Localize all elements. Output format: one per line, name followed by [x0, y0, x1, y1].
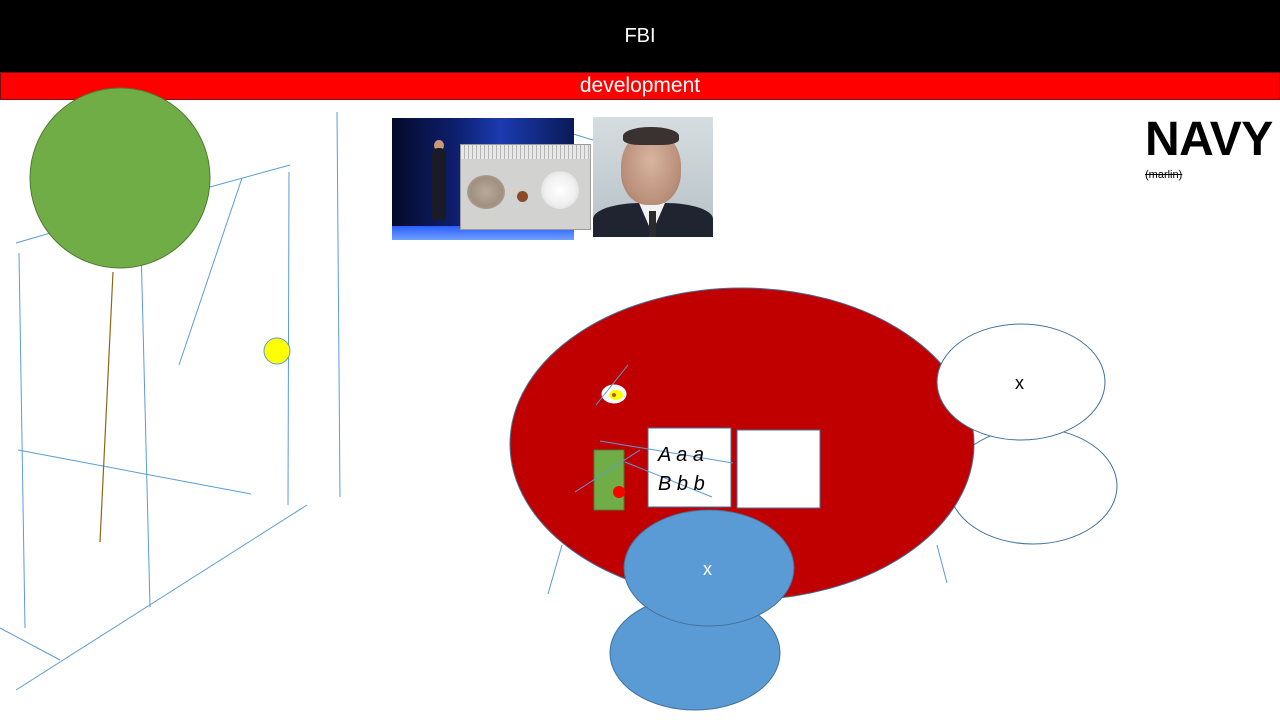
green-balloon — [29, 87, 211, 269]
speaker-head — [434, 140, 444, 151]
red-dot — [613, 486, 625, 498]
header-bar: FBI — [0, 0, 1280, 72]
sketch-line — [18, 252, 26, 629]
sketch-line — [0, 627, 61, 661]
banner-bar: development — [0, 72, 1280, 100]
box-text-line1: A a a — [658, 444, 704, 466]
leg-line — [936, 544, 948, 584]
text-box — [647, 427, 732, 508]
white-ellipse-front — [936, 323, 1106, 441]
box-text: A a a B b b — [658, 441, 705, 499]
sketch-line — [139, 204, 151, 608]
blank-box — [736, 429, 821, 509]
cross-line — [624, 461, 713, 498]
eye-pupil — [612, 393, 616, 397]
sketch-line — [336, 111, 341, 498]
header-title: FBI — [624, 24, 656, 47]
sketch-line — [178, 177, 243, 366]
sketch-line — [287, 171, 290, 506]
powder-pile-white — [541, 171, 579, 209]
blue-ellipse-label: x — [703, 559, 712, 579]
banner-label: development — [579, 74, 701, 97]
blue-ellipse-front — [623, 509, 795, 627]
cross-line — [599, 440, 734, 464]
powder-photo — [460, 144, 591, 230]
portrait-tie — [649, 211, 656, 237]
yellow-dot — [263, 337, 291, 365]
powder-pile-brown — [467, 175, 505, 209]
leg-line — [547, 544, 563, 595]
speaker-figure — [432, 148, 446, 220]
sketch-line — [15, 504, 308, 691]
marlin-subtitle: (marlin) — [1145, 169, 1183, 181]
cross-line — [574, 449, 641, 493]
sketch-line — [17, 449, 252, 495]
portrait-photo — [593, 117, 713, 237]
coin — [517, 191, 528, 202]
green-rect — [593, 449, 625, 511]
navy-title: NAVY — [1145, 113, 1273, 166]
eye-line — [595, 364, 629, 406]
portrait-hair — [623, 127, 679, 145]
white-ellipse-label: x — [1015, 373, 1024, 393]
ruler — [461, 145, 590, 159]
balloon-string — [99, 271, 114, 543]
box-text-line2: B b b — [658, 473, 705, 495]
